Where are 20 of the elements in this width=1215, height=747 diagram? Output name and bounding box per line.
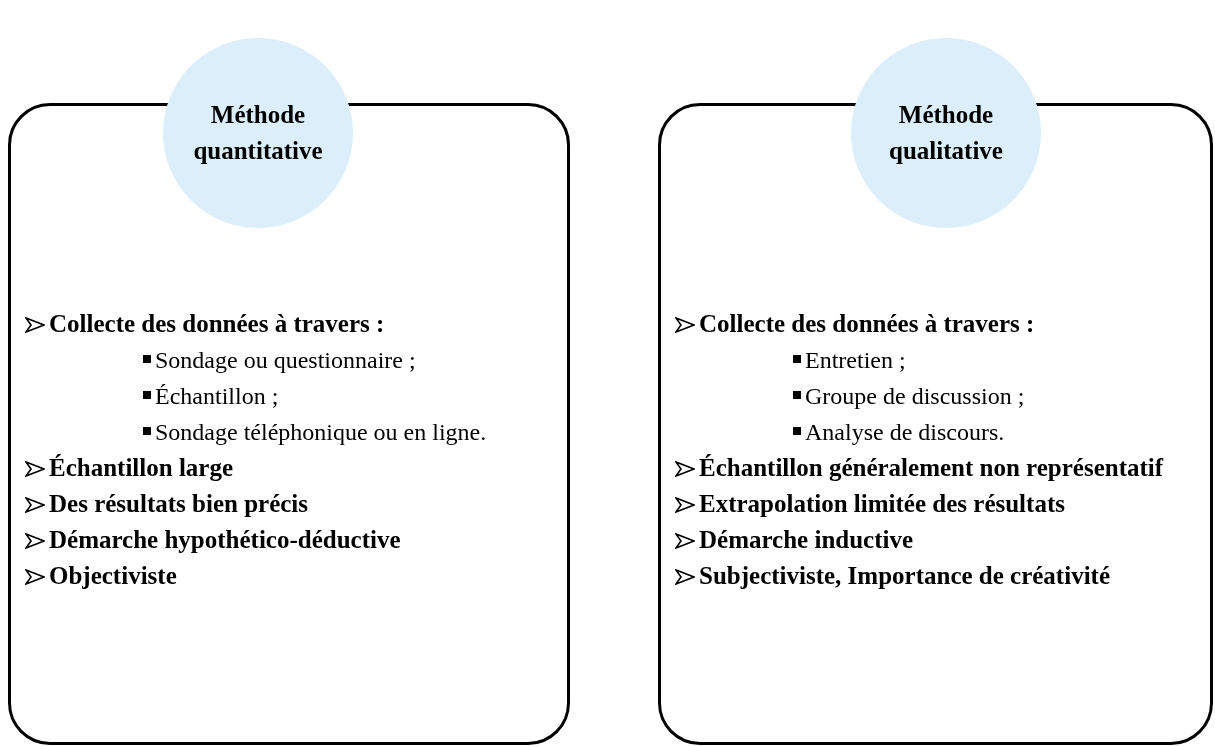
- list-item-text: Échantillon ;: [155, 382, 279, 411]
- list-item-text: Sondage téléphonique ou en ligne.: [155, 418, 487, 447]
- list-item-text: Groupe de discussion ;: [805, 382, 1025, 411]
- rounded-panel: [8, 103, 570, 745]
- list-item-text: Analyse de discours.: [805, 418, 1005, 447]
- heading-text: Méthode quantitative: [192, 100, 324, 166]
- list-item-text: Entretien ;: [805, 346, 906, 375]
- list-item-text: Extrapolation limitée des résultats: [699, 489, 1065, 519]
- heading-text: Méthode qualitative: [888, 100, 1004, 166]
- list-item-text: Sondage ou questionnaire ;: [155, 346, 416, 375]
- list-item-text: Échantillon généralement non représentatif: [699, 453, 1164, 483]
- list-item-text: Subjectiviste, Importance de créativité: [699, 561, 1110, 591]
- list-item-text: Collecte des données à travers :: [699, 309, 1035, 339]
- list-item-text: Objectiviste: [49, 561, 177, 591]
- list-item-text: Démarche inductive: [699, 525, 914, 555]
- rounded-panel: [658, 103, 1213, 745]
- list-item-text: Des résultats bien précis: [49, 489, 308, 519]
- list-item-text: Échantillon large: [49, 453, 234, 483]
- list-item-text: Collecte des données à travers :: [49, 309, 385, 339]
- list-item-text: Démarche hypothético-déductive: [49, 525, 401, 555]
